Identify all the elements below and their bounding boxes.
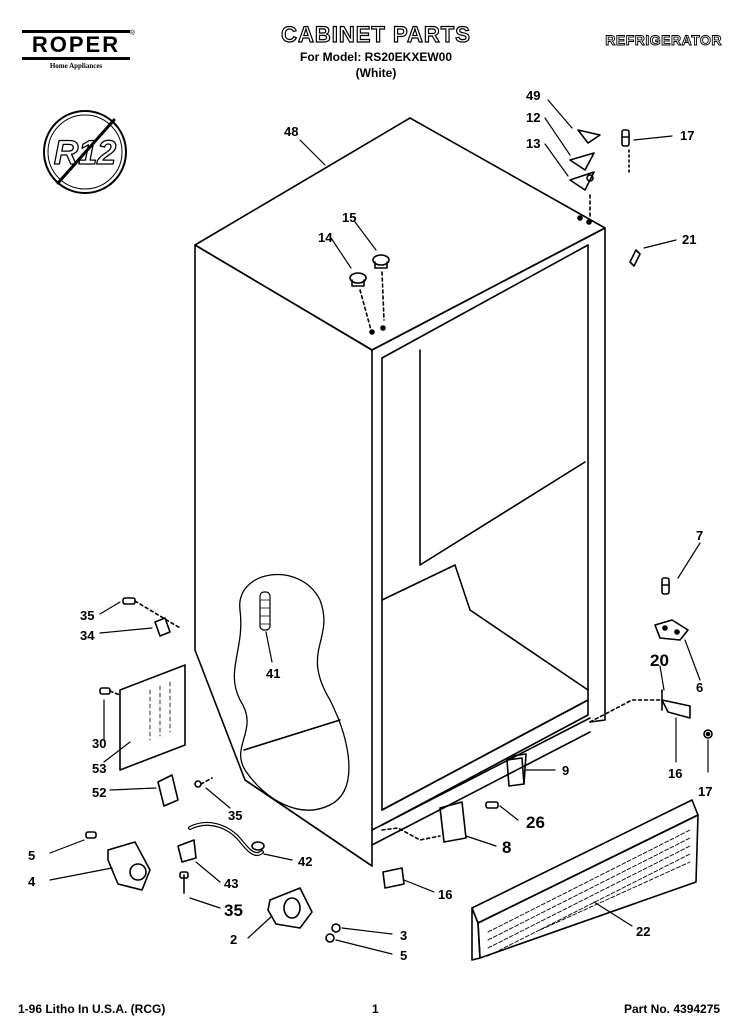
callout-16: 16	[668, 766, 682, 781]
callout-49: 49	[526, 88, 540, 103]
callout-8: 8	[502, 838, 511, 857]
callout-3: 3	[400, 928, 407, 943]
logo-tagline: Home Appliances	[49, 62, 103, 70]
front-lower-parts	[381, 753, 527, 889]
callout-5-bottom: 5	[400, 948, 407, 963]
cabinet-shell	[194, 117, 606, 867]
page-number: 1	[372, 1002, 379, 1016]
callout-35-bottom: 35	[224, 901, 243, 920]
callout-21: 21	[682, 232, 696, 247]
roper-logo: ROPER ® Home Appliances	[22, 30, 135, 76]
callout-13: 13	[526, 136, 540, 151]
top-hole-plugs	[349, 254, 390, 335]
callout-20: 20	[650, 651, 669, 670]
callout-43: 43	[224, 876, 238, 891]
callout-30: 30	[92, 736, 106, 751]
left-side-parts	[99, 597, 213, 807]
lower-hinge-assembly	[589, 577, 713, 739]
callout-35: 35	[80, 608, 94, 623]
color-variant: (White)	[355, 66, 397, 80]
page-title: CABINET PARTS	[280, 21, 471, 47]
callout-2: 2	[230, 932, 237, 947]
leader-lines	[49, 99, 709, 955]
callout-12: 12	[526, 110, 540, 125]
r12-badge: R12	[43, 110, 127, 194]
door-stop-clip	[629, 249, 641, 267]
top-hinge-assembly	[569, 129, 630, 225]
callout-17: 17	[680, 128, 694, 143]
callout-14: 14	[318, 230, 333, 245]
callout-labels: 48 49 12 13 17 15 14 21 7 35 34 41 20 6 …	[28, 88, 712, 963]
callout-6: 6	[696, 680, 703, 695]
callout-26: 26	[526, 813, 545, 832]
callout-42: 42	[298, 854, 312, 869]
logo-wordmark: ROPER	[22, 30, 130, 60]
model-line: For Model: RS20EKXEW00	[299, 50, 453, 64]
callout-52: 52	[92, 785, 106, 800]
callout-4: 4	[28, 874, 36, 889]
callout-7: 7	[696, 528, 703, 543]
callout-9: 9	[562, 763, 569, 778]
callout-35-lower: 35	[228, 808, 242, 823]
appliance-type: REFRIGERATOR	[605, 32, 722, 49]
callout-16-lower: 16	[438, 887, 452, 902]
callout-22: 22	[636, 924, 650, 939]
callout-48: 48	[284, 124, 298, 139]
callout-15: 15	[342, 210, 356, 225]
toe-grille	[471, 799, 699, 961]
litho-note: 1-96 Litho In U.S.A. (RCG)	[18, 1002, 166, 1016]
callout-53: 53	[92, 761, 106, 776]
callout-41: 41	[266, 666, 280, 681]
callout-34: 34	[80, 628, 95, 643]
part-number: Part No. 4394275	[624, 1002, 721, 1016]
lower-left-parts	[85, 821, 341, 943]
callout-5: 5	[28, 848, 35, 863]
callout-17-lower: 17	[698, 784, 712, 799]
